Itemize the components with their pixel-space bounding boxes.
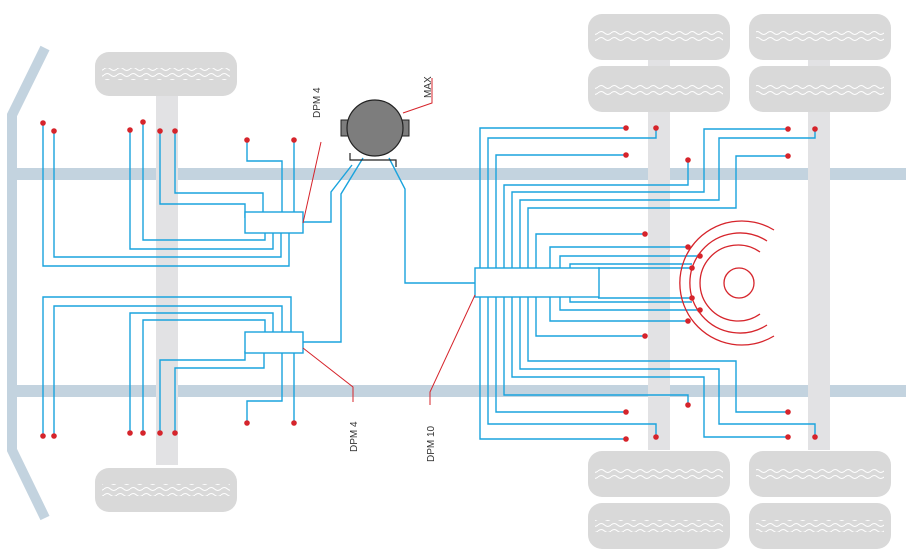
rear-axle-1 <box>648 55 670 450</box>
leader-line <box>429 294 476 405</box>
wire <box>246 140 283 213</box>
wire <box>42 123 290 267</box>
tire-icon <box>95 52 237 96</box>
sensor-dot <box>697 253 703 259</box>
sensor-dot <box>685 318 691 324</box>
vehicle-frame <box>7 45 906 521</box>
tire-icon <box>749 14 891 60</box>
sensor-dot <box>51 128 57 134</box>
sensor-dot <box>244 420 250 426</box>
sensor-dot <box>653 125 659 131</box>
dpm-module-upper <box>244 211 304 234</box>
leader-line <box>302 141 322 224</box>
tire-icon <box>749 66 891 112</box>
wire <box>129 312 274 433</box>
sensor-dot <box>812 434 818 440</box>
wire <box>174 131 264 213</box>
sensor-dot <box>623 152 629 158</box>
sensor-dot <box>689 265 695 271</box>
dpm-module-main <box>474 267 600 298</box>
tire-icon <box>95 468 237 512</box>
dpm-modules <box>244 211 600 354</box>
sensor-dot <box>785 126 791 132</box>
sensor-dot <box>653 434 659 440</box>
sensor-dot <box>685 244 691 250</box>
wire <box>142 122 266 241</box>
wire <box>174 353 265 433</box>
tire-icon <box>588 503 730 549</box>
sensor-dot <box>642 231 648 237</box>
sensor-dot <box>689 295 695 301</box>
sensor-dot <box>697 307 703 313</box>
wire <box>246 353 283 423</box>
leader-line <box>302 347 354 402</box>
tires <box>95 14 891 549</box>
sensor-dot <box>291 137 297 143</box>
wire <box>142 319 266 433</box>
front-bumper-frame <box>7 45 50 521</box>
sensor-dot <box>51 433 57 439</box>
upper-frame-rail <box>10 168 906 180</box>
tire-icon <box>749 451 891 497</box>
sensor-dot <box>623 409 629 415</box>
sensor-dot <box>127 430 133 436</box>
sensor-dot <box>157 128 163 134</box>
concentric-arcs-icon <box>679 220 775 346</box>
wire <box>303 164 353 223</box>
sensor-dot <box>40 120 46 126</box>
wire <box>303 157 364 343</box>
wire <box>159 131 246 218</box>
label-leaders <box>302 78 476 405</box>
dpm-module-lower <box>244 331 304 354</box>
sensor-dot <box>785 153 791 159</box>
label-dpm-top: DPM 4 <box>312 87 323 118</box>
sensor-dot <box>785 409 791 415</box>
sensor-dots <box>40 119 818 442</box>
sensor-dot <box>623 125 629 131</box>
sensor-dot <box>291 420 297 426</box>
sensor-dot <box>785 434 791 440</box>
sensor-dot <box>685 402 691 408</box>
leader-line <box>402 78 433 114</box>
sensor-dot <box>642 333 648 339</box>
wire <box>129 130 274 250</box>
wire <box>53 305 283 436</box>
sensor-dot <box>172 128 178 134</box>
tire-icon <box>588 66 730 112</box>
sensor-dot <box>172 430 178 436</box>
label-dpm-main: DPM 10 <box>426 425 437 462</box>
label-max: MAX <box>423 76 434 98</box>
lower-frame-rail <box>10 385 906 397</box>
tire-icon <box>588 451 730 497</box>
front-axle <box>156 95 178 465</box>
rear-axle-2 <box>808 55 830 450</box>
tire-icon <box>588 14 730 60</box>
sensor-dot <box>812 126 818 132</box>
sensor-dot <box>623 436 629 442</box>
tire-icon <box>749 503 891 549</box>
label-dpm-bottom: DPM 4 <box>349 421 360 452</box>
sensor-dot <box>685 157 691 163</box>
wire <box>53 131 282 258</box>
sensor-dot <box>140 430 146 436</box>
motor-icon <box>340 99 410 167</box>
wire <box>159 351 246 433</box>
sensor-dot <box>127 127 133 133</box>
wire <box>42 296 292 436</box>
wire <box>388 157 475 284</box>
sensor-dot <box>157 430 163 436</box>
sensor-dot <box>244 137 250 143</box>
sensor-dot <box>140 119 146 125</box>
sensor-dot <box>40 433 46 439</box>
